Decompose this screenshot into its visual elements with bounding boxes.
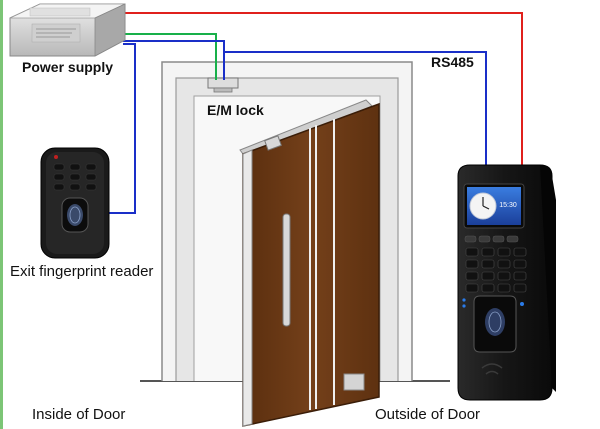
power-supply-icon: [9, 3, 126, 57]
wire-green-em: [123, 33, 217, 80]
wire-blue-em: [123, 40, 225, 80]
door-bottom-hinge: [343, 373, 365, 391]
label-outside-of-door: Outside of Door: [375, 406, 481, 423]
door-handle: [282, 213, 291, 327]
label-inside-of-door: Inside of Door: [32, 406, 126, 423]
terminal-function-keys: [464, 235, 519, 243]
exit-fingerprint-reader-icon: [40, 147, 110, 259]
wire-blue-reader: [108, 43, 136, 214]
wire-blue-rs485: [224, 51, 487, 165]
left-border: [0, 0, 3, 429]
lock-armature-plate: [264, 135, 282, 151]
em-lock-base: [213, 87, 233, 93]
label-em-lock: E/M lock: [207, 102, 264, 118]
door-edge: [242, 149, 253, 427]
label-rs485: RS485: [431, 54, 474, 70]
access-terminal-icon: 15:30: [457, 164, 556, 401]
label-exit-fingerprint-reader: Exit fingerprint reader: [10, 263, 154, 280]
terminal-clock-time: 15:30: [499, 202, 517, 209]
label-power-supply: Power supply: [22, 59, 114, 75]
terminal-keypad: [465, 247, 527, 293]
wire-red: [123, 12, 523, 165]
